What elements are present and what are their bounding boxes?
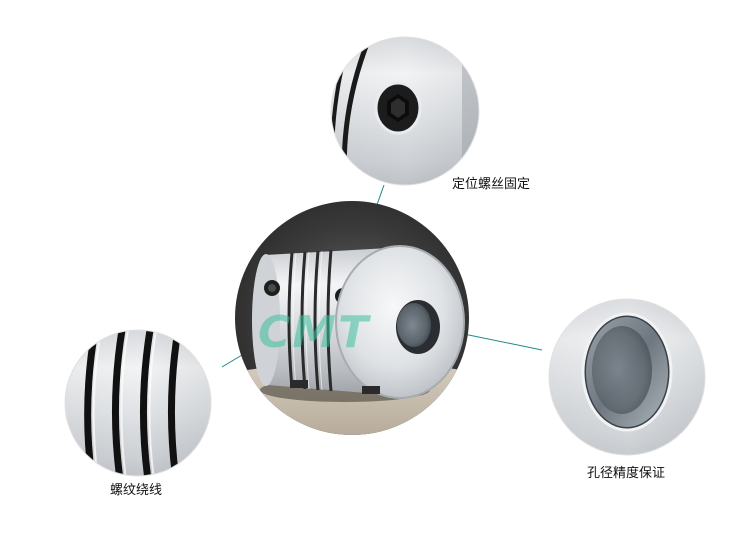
main-coupling-photo — [235, 201, 469, 435]
watermark-text: CMT — [258, 307, 371, 358]
callout-set-screw-label: 定位螺丝固定 — [452, 177, 531, 192]
callout-bore-precision-label: 孔径精度保证 — [587, 466, 666, 481]
set-screw-closeup — [331, 37, 479, 185]
bore-closeup — [549, 299, 705, 455]
slot-grooves-closeup — [65, 330, 211, 476]
callout-thread-slots-label: 螺纹绕线 — [110, 483, 163, 498]
